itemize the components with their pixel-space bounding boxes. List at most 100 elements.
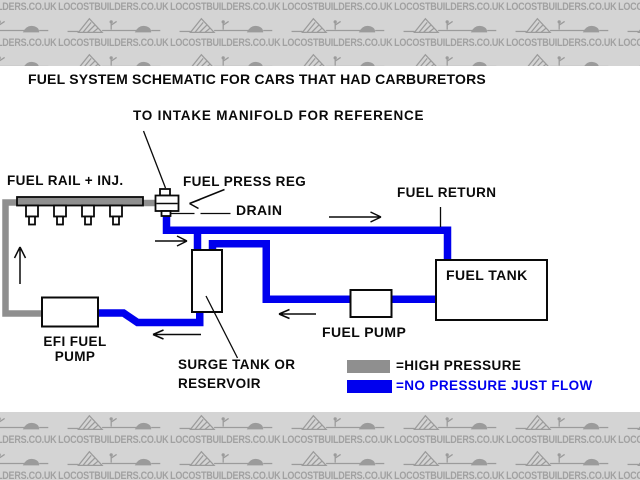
legend-swatch-high-pressure — [347, 360, 390, 373]
watermark-text: LOCOSTBUILDERS.CO.UK — [57, 1, 169, 13]
locost-car-icon — [179, 450, 273, 466]
locost-car-icon — [515, 414, 609, 430]
locost-car-icon — [179, 17, 273, 33]
watermark-tile: LOCOSTBUILDERS.CO.UK — [393, 413, 505, 449]
watermark-text: LOCOSTBUILDERS.CO.UK — [393, 470, 505, 480]
watermark-text: LOCOSTBUILDERS.CO.UK — [281, 434, 393, 446]
intake-manifold-label: TO INTAKE MANIFOLD FOR REFERENCE — [133, 108, 425, 123]
watermark-text: LOCOSTBUILDERS.CO.UK — [169, 1, 281, 13]
watermark-tile: LOCOSTBUILDERS.CO.UK — [0, 0, 57, 16]
watermark-text: LOCOSTBUILDERS.CO.UK — [169, 37, 281, 49]
watermark-tile: LOCOSTBUILDERS.CO.UK — [393, 16, 505, 52]
locost-car-icon — [291, 17, 385, 33]
locost-car-icon — [79, 53, 161, 66]
watermark-tile: LOCOSTBUILDERS.CO.UK — [281, 449, 393, 480]
watermark-band-top: LOCOSTBUILDERS.CO.UK LOCOSTBUILDERS.CO.U… — [0, 0, 640, 66]
watermark-row: LOCOSTBUILDERS.CO.UK LOCOSTBUILDERS.CO.U… — [0, 0, 640, 16]
watermark-tile: LOCOSTBUILDERS.CO.UK — [169, 0, 281, 16]
locost-car-icon — [179, 414, 273, 430]
watermark-text: LOCOSTBUILDERS.CO.UK — [57, 470, 169, 480]
watermark-tile: LOCOSTBUILDERS.CO.UK — [617, 449, 640, 480]
watermark-tile: LOCOSTBUILDERS.CO.UK — [505, 413, 617, 449]
locost-car-icon — [0, 453, 49, 466]
locost-car-icon — [303, 53, 385, 66]
watermark-text: LOCOSTBUILDERS.CO.UK — [617, 1, 640, 13]
watermark-tile: LOCOSTBUILDERS.CO.UK — [393, 449, 505, 480]
watermark-text: LOCOSTBUILDERS.CO.UK — [57, 434, 169, 446]
watermark-text: LOCOSTBUILDERS.CO.UK — [281, 470, 393, 480]
locost-car-icon — [191, 53, 273, 66]
fuel-tank-label: FUEL TANK — [446, 267, 528, 283]
fuel-pump-label: FUEL PUMP — [322, 324, 407, 340]
watermark-tile: LOCOSTBUILDERS.CO.UK — [0, 52, 57, 66]
press-reg-label: FUEL PRESS REG — [183, 174, 307, 189]
locost-car-icon — [67, 17, 161, 33]
watermark-tile: LOCOSTBUILDERS.CO.UK — [0, 413, 57, 449]
watermark-row: LOCOSTBUILDERS.CO.UK LOCOSTBUILDERS.CO.U… — [0, 16, 640, 52]
watermark-tile: LOCOSTBUILDERS.CO.UK — [281, 0, 393, 16]
watermark-tile: LOCOSTBUILDERS.CO.UK — [57, 16, 169, 52]
locost-car-icon — [515, 450, 609, 466]
locost-car-icon — [627, 29, 640, 33]
watermark-tile: LOCOSTBUILDERS.CO.UK — [57, 52, 169, 66]
efi-pump-label-line2: PUMP — [54, 349, 96, 364]
fuel-rail-label: FUEL RAIL + INJ. — [7, 173, 124, 188]
watermark-text: LOCOSTBUILDERS.CO.UK — [169, 470, 281, 480]
watermark-tile: LOCOSTBUILDERS.CO.UK — [505, 0, 617, 16]
watermark-tile: LOCOSTBUILDERS.CO.UK — [617, 413, 640, 449]
watermark-tile: LOCOSTBUILDERS.CO.UK — [169, 52, 281, 66]
watermark-text: LOCOSTBUILDERS.CO.UK — [617, 434, 640, 446]
drain-label: DRAIN — [236, 202, 283, 218]
legend-label-no-pressure: =NO PRESSURE JUST FLOW — [396, 378, 593, 393]
watermark-text: LOCOSTBUILDERS.CO.UK — [505, 1, 617, 13]
locost-car-icon — [291, 450, 385, 466]
watermark-tile: LOCOSTBUILDERS.CO.UK — [617, 16, 640, 52]
watermark-tile: LOCOSTBUILDERS.CO.UK — [505, 52, 617, 66]
watermark-text: LOCOSTBUILDERS.CO.UK — [0, 37, 57, 49]
watermark-text: LOCOSTBUILDERS.CO.UK — [281, 37, 393, 49]
watermark-tile: LOCOSTBUILDERS.CO.UK — [393, 0, 505, 16]
locost-car-icon — [515, 17, 609, 33]
locost-car-icon — [403, 450, 497, 466]
locost-car-icon — [527, 53, 609, 66]
watermark-text: LOCOSTBUILDERS.CO.UK — [0, 470, 57, 480]
watermark-band-bottom: LOCOSTBUILDERS.CO.UK LOCOSTBUILDERS.CO.U… — [0, 412, 640, 480]
watermark-text: LOCOSTBUILDERS.CO.UK — [617, 470, 640, 480]
watermark-text: LOCOSTBUILDERS.CO.UK — [617, 37, 640, 49]
watermark-text: LOCOSTBUILDERS.CO.UK — [0, 1, 57, 13]
watermark-tile: LOCOSTBUILDERS.CO.UK — [169, 449, 281, 480]
watermark-tile: LOCOSTBUILDERS.CO.UK — [281, 413, 393, 449]
watermark-tile: LOCOSTBUILDERS.CO.UK — [281, 52, 393, 66]
watermark-text: LOCOSTBUILDERS.CO.UK — [393, 1, 505, 13]
watermark-text: LOCOSTBUILDERS.CO.UK — [393, 37, 505, 49]
locost-car-icon — [403, 17, 497, 33]
diagram-title: FUEL SYSTEM SCHEMATIC FOR CARS THAT HAD … — [28, 71, 486, 87]
locost-car-icon — [639, 65, 640, 66]
locost-car-icon — [0, 56, 49, 66]
watermark-tile: LOCOSTBUILDERS.CO.UK — [169, 413, 281, 449]
watermark-tile: LOCOSTBUILDERS.CO.UK — [57, 449, 169, 480]
watermark-pattern: LOCOSTBUILDERS.CO.UK LOCOSTBUILDERS.CO.U… — [0, 0, 640, 66]
efi-pump-label-line1: EFI FUEL — [43, 334, 107, 349]
watermark-tile: LOCOSTBUILDERS.CO.UK — [57, 0, 169, 16]
efi-pump-label: EFI FUEL PUMP — [25, 334, 125, 364]
fuel-return-label: FUEL RETURN — [397, 185, 497, 200]
locost-car-icon — [627, 462, 640, 466]
surge-tank-label-line1: SURGE TANK OR — [178, 357, 296, 372]
watermark-tile: LOCOSTBUILDERS.CO.UK — [617, 0, 640, 16]
watermark-tile: LOCOSTBUILDERS.CO.UK — [57, 413, 169, 449]
watermark-tile: LOCOSTBUILDERS.CO.UK — [0, 16, 57, 52]
locost-car-icon — [67, 450, 161, 466]
watermark-text: LOCOSTBUILDERS.CO.UK — [57, 37, 169, 49]
watermark-row: LOCOSTBUILDERS.CO.UK LOCOSTBUILDERS.CO.U… — [0, 52, 640, 66]
watermark-row: LOCOSTBUILDERS.CO.UK LOCOSTBUILDERS.CO.U… — [0, 413, 640, 449]
surge-tank-label: SURGE TANK OR RESERVOIR — [178, 355, 295, 393]
locost-car-icon — [0, 417, 49, 430]
watermark-text: LOCOSTBUILDERS.CO.UK — [505, 37, 617, 49]
watermark-text: LOCOSTBUILDERS.CO.UK — [505, 470, 617, 480]
watermark-row: LOCOSTBUILDERS.CO.UK LOCOSTBUILDERS.CO.U… — [0, 449, 640, 480]
locost-car-icon — [403, 414, 497, 430]
locost-car-icon — [0, 20, 49, 33]
watermark-text: LOCOSTBUILDERS.CO.UK — [169, 434, 281, 446]
watermark-tile: LOCOSTBUILDERS.CO.UK — [617, 52, 640, 66]
